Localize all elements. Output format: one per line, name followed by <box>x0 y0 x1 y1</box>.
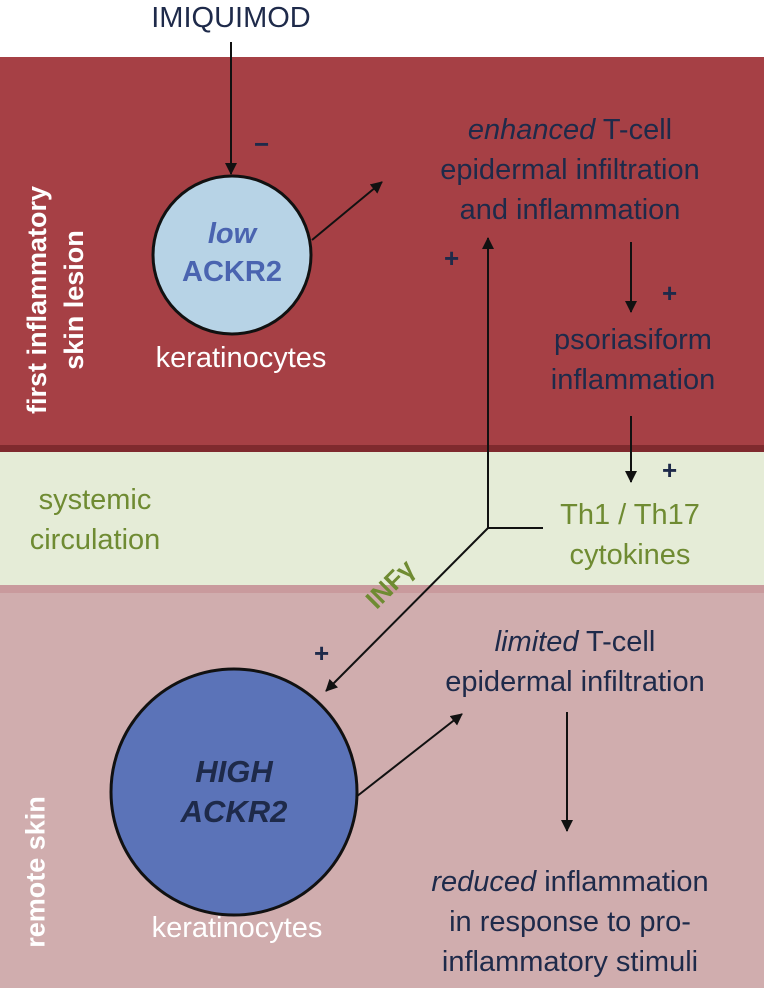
limited-line1-rest: T-cell <box>578 626 656 658</box>
psoriasiform-line2: inflammation <box>550 364 716 396</box>
cytokines-line1: Th1 / Th17 <box>560 499 700 531</box>
circulation-label-line1: systemic <box>38 484 152 516</box>
limited-emphasis: limited <box>494 626 579 658</box>
remote-keratinocytes-label: keratinocytes <box>151 912 323 944</box>
remote-skin-label-text: remote skin <box>20 796 51 948</box>
high-ackr2-level: HIGH <box>195 754 273 789</box>
lesion-region-border <box>0 445 764 452</box>
circulation-region-label: systemic circulation <box>0 480 190 560</box>
reduced-line1-rest: inflammation <box>536 866 709 898</box>
reduced-emphasis: reduced <box>431 866 537 898</box>
limited-infiltration-text: limited T-cell epidermal infiltration <box>400 622 750 702</box>
enhanced-line1-rest: T-cell <box>595 114 673 146</box>
arrow-high-cell-to-limited-infiltration <box>355 713 463 798</box>
plus-sign-infiltration-feedback: + <box>444 243 460 273</box>
limited-infiltration-line2: epidermal infiltration <box>445 666 705 698</box>
enhanced-emphasis: enhanced <box>467 114 596 146</box>
low-ackr2-level: low <box>207 218 257 250</box>
enhanced-infiltration-line1: enhanced T-cell <box>400 110 740 150</box>
lesion-region-label-line2: skin lesion <box>59 230 89 370</box>
enhanced-infiltration-line3: and inflammation <box>459 194 681 226</box>
arrow-cell-to-enhanced-infiltration <box>311 181 383 241</box>
reduced-inflammation-line3: inflammatory stimuli <box>441 946 699 978</box>
low-ackr2-cell <box>151 174 313 336</box>
cytokines-line2: cytokines <box>569 539 691 571</box>
enhanced-infiltration-text: enhanced T-cell epidermal infiltration a… <box>400 110 740 230</box>
high-ackr2-cell <box>109 667 359 917</box>
reduced-inflammation-line2: in response to pro- <box>449 906 691 938</box>
circulation-region-border <box>0 585 764 593</box>
psoriasiform-inflammation-text: psoriasiform inflammation <box>520 320 746 400</box>
reduced-inflammation-line1: reduced inflammation <box>400 862 740 902</box>
plus-sign-infg: + <box>314 638 330 668</box>
lesion-region <box>0 57 764 445</box>
limited-infiltration-line1: limited T-cell <box>400 622 750 662</box>
high-ackr2-cell-text: HIGH ACKR2 <box>134 752 334 832</box>
reduced-inflammation-text: reduced inflammation in response to pro-… <box>400 862 740 982</box>
low-ackr2-cell-text: low ACKR2 <box>152 215 312 291</box>
remote-skin-region-label: remote skin <box>18 796 55 948</box>
circulation-label-line2: circulation <box>29 524 161 556</box>
enhanced-infiltration-line2: epidermal infiltration <box>440 154 700 186</box>
minus-sign-imiquimod: − <box>254 129 270 159</box>
lesion-region-label-line1: first inflammatory <box>22 185 52 415</box>
imiquimod-label: IMIQUIMOD <box>151 2 311 34</box>
arrow-infg-to-high-cell <box>325 527 489 692</box>
high-ackr2-receptor: ACKR2 <box>180 794 288 829</box>
cytokines-text: Th1 / Th17 cytokines <box>530 495 730 575</box>
plus-sign-cytokines: + <box>662 455 678 485</box>
lesion-region-label: first inflammatory skin lesion <box>19 186 93 414</box>
plus-sign-psoriasiform: + <box>662 278 678 308</box>
low-ackr2-receptor: ACKR2 <box>182 256 282 288</box>
lesion-keratinocytes-label: keratinocytes <box>155 342 327 374</box>
psoriasiform-line1: psoriasiform <box>554 324 712 356</box>
